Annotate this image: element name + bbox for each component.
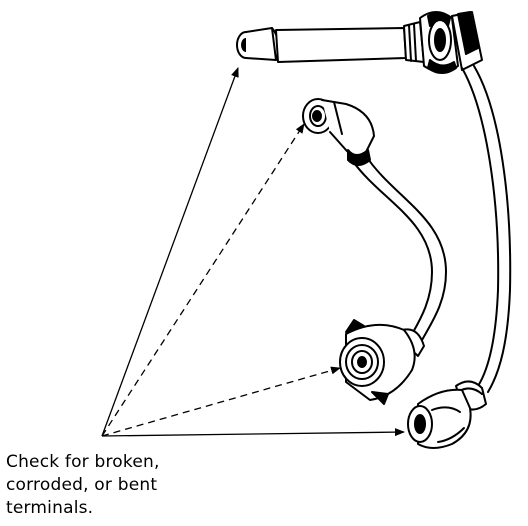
arrow-to-distributor-end	[101, 366, 341, 437]
middle-cable	[351, 155, 447, 341]
arrow-to-bottom-boot	[101, 428, 405, 437]
right-cable	[461, 65, 512, 393]
arrow-to-top-boot	[101, 67, 239, 437]
caption-line-2: corroded, or bent	[6, 475, 158, 495]
inspection-caption: Check for broken, corroded, or bent term…	[6, 451, 246, 520]
distributor-end	[339, 319, 425, 405]
top-boot-straight	[236, 11, 483, 74]
elbow-boot	[302, 98, 375, 166]
bottom-boot	[407, 380, 487, 449]
indicator-arrows	[101, 67, 405, 437]
caption-line-3: terminals.	[6, 498, 94, 518]
caption-line-1: Check for broken,	[6, 452, 160, 472]
arrow-to-elbow-boot	[101, 123, 305, 437]
